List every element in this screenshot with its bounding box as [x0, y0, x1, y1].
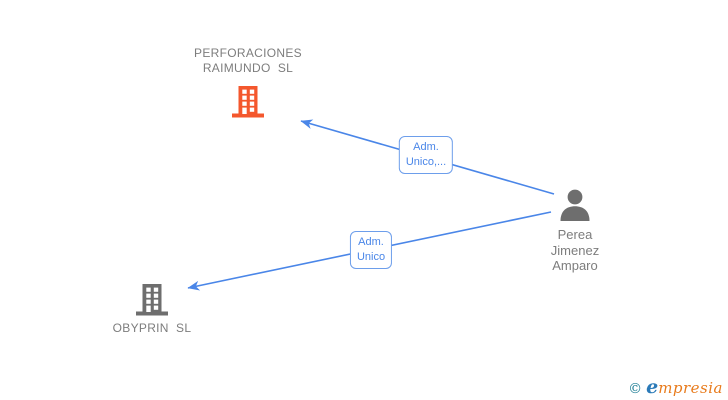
company-name-label: OBYPRIN SL [112, 321, 192, 335]
building-icon [230, 84, 266, 118]
empresia-logo[interactable]: ©empresia [628, 376, 723, 398]
building-icon [134, 282, 170, 316]
copyright-icon: © [628, 381, 643, 397]
person-icon [558, 189, 592, 223]
node-company-obyprin[interactable]: OBYPRIN SL [92, 282, 212, 336]
company-name-label: PERFORACIONES RAIMUNDO SL [194, 46, 302, 75]
brand-initial: e [646, 376, 659, 398]
node-company-perforaciones-raimundo[interactable]: PERFORACIONES RAIMUNDO SL [164, 46, 332, 118]
edge-label-adm-unico-top[interactable]: Adm. Unico,... [398, 136, 454, 174]
edge-label-adm-unico-bottom[interactable]: Adm. Unico [349, 231, 393, 269]
node-person-perea-jimenez-amparo[interactable]: Perea Jimenez Amparo [525, 189, 625, 274]
brand-name: mpresia [658, 379, 723, 397]
person-name-label: Perea Jimenez Amparo [550, 227, 600, 273]
